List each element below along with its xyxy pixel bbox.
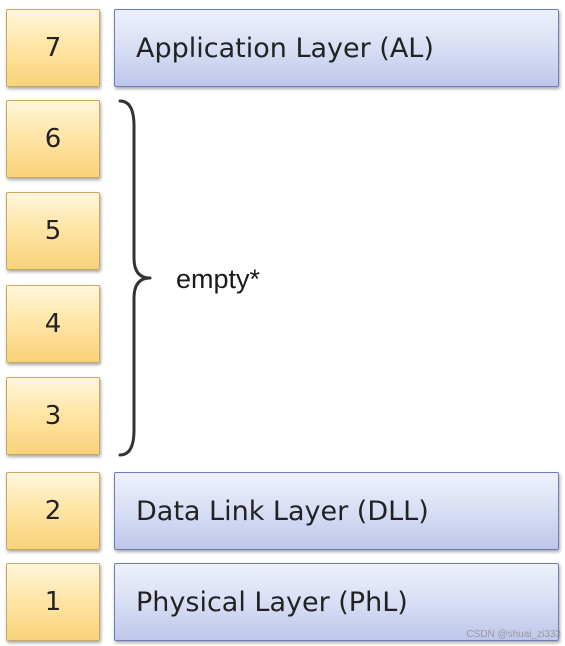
layer-name-application: Application Layer (AL) [114, 9, 559, 87]
watermark: CSDN @shuai_zi333 [466, 629, 561, 640]
curly-brace-path [118, 99, 152, 457]
layer-number-7: 7 [6, 9, 100, 87]
curly-brace [118, 99, 152, 457]
empty-layers-label: empty* [176, 264, 261, 294]
layer-name-data-link: Data Link Layer (DLL) [114, 472, 559, 550]
layer-number-label: 7 [44, 33, 62, 63]
layer-number-label: 2 [44, 496, 62, 526]
layer-number-label: 5 [44, 216, 62, 246]
layer-number-label: 1 [44, 587, 62, 617]
layer-number-2: 2 [6, 472, 100, 550]
layer-number-5: 5 [6, 192, 100, 270]
layer-name-physical: Physical Layer (PhL) [114, 563, 559, 641]
layer-number-label: 3 [44, 401, 62, 431]
layer-number-label: 4 [44, 309, 62, 339]
layer-number-3: 3 [6, 377, 100, 455]
layer-number-1: 1 [6, 563, 100, 641]
layer-name-label: Application Layer (AL) [136, 32, 434, 64]
layer-number-4: 4 [6, 285, 100, 363]
layer-number-label: 6 [44, 124, 62, 154]
layer-name-label: Data Link Layer (DLL) [136, 495, 429, 527]
layer-name-label: Physical Layer (PhL) [136, 586, 408, 618]
layer-number-6: 6 [6, 100, 100, 178]
